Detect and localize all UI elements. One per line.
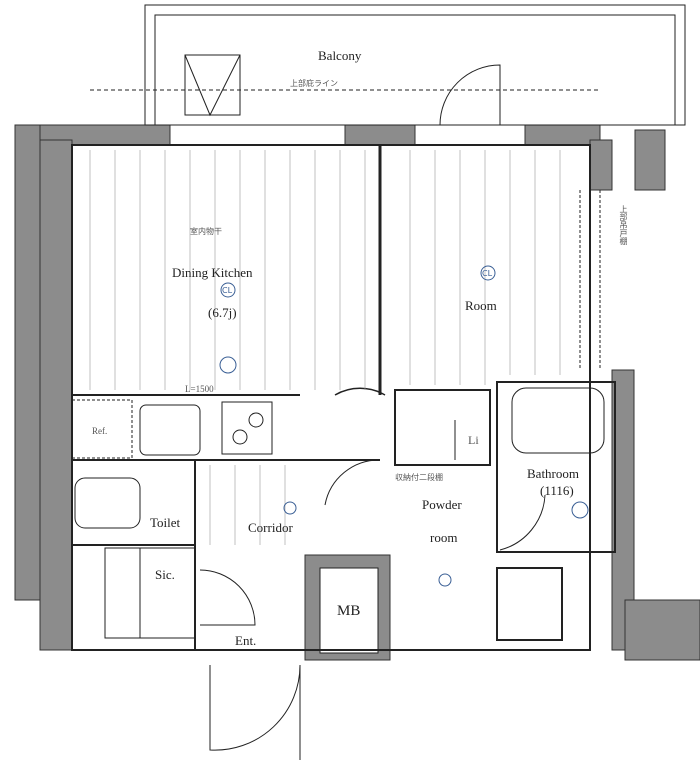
label-refrigerator: Ref. <box>92 426 108 436</box>
evacuation-hatch <box>184 54 241 116</box>
label-powder: Powder <box>422 497 462 512</box>
label-storage-note: 収納付二段棚 <box>395 473 443 482</box>
label-powder-room: room <box>430 530 458 545</box>
label-room-ceiling-light: CL <box>482 269 493 278</box>
kitchen-sink <box>139 404 201 456</box>
bathtub <box>511 387 605 454</box>
label-dk-note: 室内物干 <box>190 227 222 236</box>
outer-wall-west <box>39 139 73 651</box>
column-east <box>634 129 666 191</box>
electrical-symbols <box>219 265 589 587</box>
shoe-closet <box>104 547 196 639</box>
label-dk-size: (6.7j) <box>208 305 237 320</box>
flooring-lines <box>89 150 561 545</box>
refrigerator-space <box>71 399 133 459</box>
toilet-bowl <box>74 477 141 529</box>
outer-wall-east-top <box>589 139 613 191</box>
label-linen: Li <box>468 433 479 447</box>
label-bathroom: Bathroom <box>527 466 579 481</box>
unit-outline <box>71 144 591 651</box>
label-bathroom-size: (1116) <box>540 483 574 498</box>
outer-wall-top-mid <box>344 124 416 146</box>
label-wall-shelf: 上部吊戸棚 <box>619 205 628 245</box>
label-counter-length: L=1500 <box>185 384 214 394</box>
label-room: Room <box>465 298 497 313</box>
balcony-outline <box>144 4 686 126</box>
label-corridor: Corridor <box>248 520 293 535</box>
label-dining-kitchen: Dining Kitchen <box>172 265 253 280</box>
stove <box>221 401 273 455</box>
meter-box <box>319 567 379 654</box>
column-southeast <box>624 599 700 661</box>
label-shoe-closet: Sic. <box>155 567 175 582</box>
label-dk-ceiling-light: CL <box>222 286 233 295</box>
label-entrance: Ent. <box>235 633 257 648</box>
outer-wall-east <box>611 369 635 651</box>
balcony-door-swing <box>439 64 501 126</box>
outer-wall-top-right <box>524 124 601 146</box>
label-balcony-note: 上部庇ライン <box>290 79 338 88</box>
label-balcony: Balcony <box>318 48 362 63</box>
label-meter-box: MB <box>337 603 361 619</box>
bathroom-outline <box>496 381 616 553</box>
label-toilet: Toilet <box>150 515 181 530</box>
washer-space <box>496 567 563 641</box>
